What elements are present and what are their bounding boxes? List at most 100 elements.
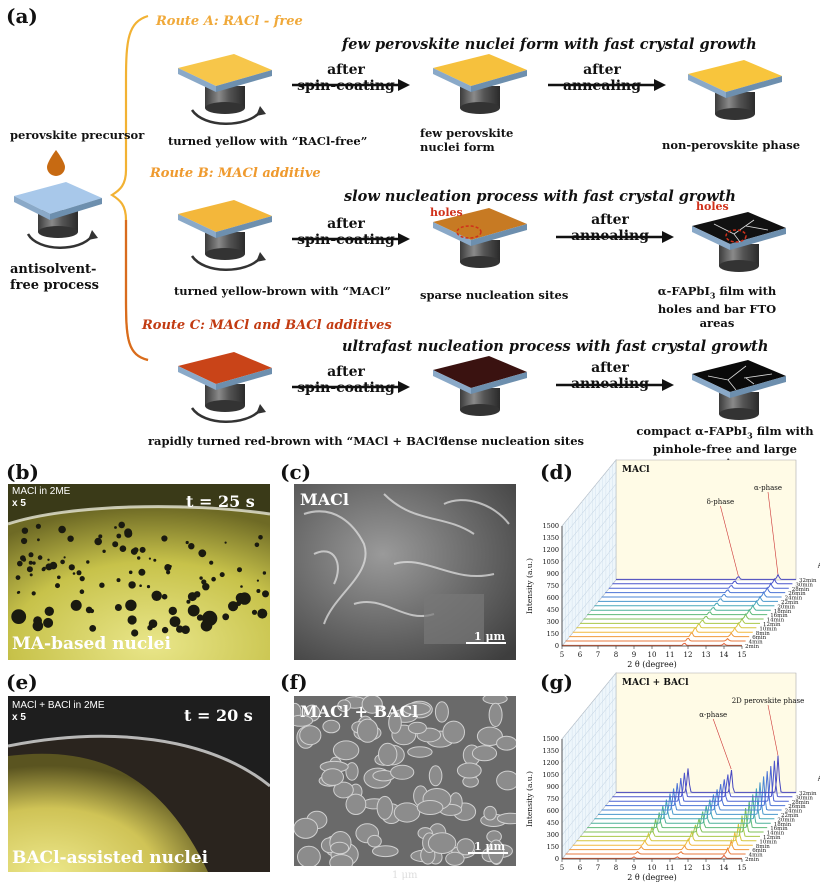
- nucleus-dot: [202, 583, 210, 591]
- nucleus-dot: [186, 599, 191, 604]
- nucleus-dot: [251, 609, 258, 615]
- nucleus-dot: [21, 537, 28, 545]
- y-tick-label: 1500: [542, 735, 559, 743]
- y-tick-label: 1500: [542, 522, 559, 530]
- xrd-series-line: [601, 776, 782, 811]
- grain: [482, 696, 508, 705]
- y-tick-label: 150: [547, 843, 559, 851]
- nucleus-dot: [222, 613, 230, 621]
- series-label: 30min: [795, 582, 813, 588]
- y-tick-label: 1350: [542, 747, 559, 755]
- series-label: 30min: [795, 795, 813, 801]
- route-b-arrow2-icon: [556, 231, 674, 243]
- nucleus-dot: [116, 533, 122, 539]
- nucleus-dot: [161, 626, 169, 634]
- xrd-series-line: [569, 838, 750, 851]
- nucleus-dot: [169, 616, 181, 627]
- x-tick-label: 14: [720, 864, 729, 872]
- nucleus-dot: [20, 555, 26, 561]
- grain: [297, 845, 321, 866]
- y-tick-label: 600: [547, 594, 559, 602]
- y-tick-label: 300: [547, 831, 559, 839]
- series-label: 6min: [752, 635, 766, 641]
- x-tick-label: 14: [720, 651, 729, 659]
- grain: [488, 839, 505, 865]
- nucleus-dot: [32, 561, 36, 565]
- x-tick-label: 6: [578, 864, 583, 872]
- chart-back-wall: [615, 672, 797, 794]
- nucleus-dot: [256, 579, 259, 582]
- route-a-headline: few perovskite nuclei form with fast cry…: [342, 36, 757, 53]
- grain: [361, 696, 383, 714]
- grain: [483, 805, 497, 821]
- nucleus-dot: [21, 527, 29, 534]
- nucleus-dot: [228, 601, 239, 612]
- route-b-coater-1: [178, 200, 272, 271]
- route-b-holes-label-2: holes: [696, 200, 729, 213]
- route-a-coater-2: [433, 54, 527, 114]
- route-b-title: Route B: MACl additive: [150, 166, 321, 181]
- route-c-arrow1-icon: [292, 381, 410, 393]
- y-tick-label: 900: [547, 570, 559, 578]
- panel-f-sem-image: MACl + BACl 1 μm: [294, 696, 516, 866]
- panel-c-sem-texture: [294, 484, 516, 660]
- grain: [445, 851, 465, 866]
- panel-d-label: (d): [540, 460, 573, 484]
- panel-e-caption: BACl-assisted nuclei: [12, 848, 209, 868]
- route-b-arrow1-icon: [292, 233, 410, 245]
- nucleus-dot: [256, 589, 261, 593]
- grain: [393, 802, 421, 823]
- nucleus-dot: [224, 541, 227, 544]
- grain: [388, 711, 402, 734]
- panel-b-caption: MA-based nuclei: [12, 634, 171, 654]
- grain: [321, 768, 344, 786]
- grain: [372, 845, 399, 858]
- y-tick-label: 1350: [542, 534, 559, 542]
- grain: [294, 817, 319, 839]
- grain: [390, 764, 415, 780]
- nucleus-dot: [219, 572, 225, 578]
- start-caption: antisolvent-free process: [10, 262, 99, 293]
- route-c-cap2: dense nucleation sites: [440, 434, 585, 448]
- xrd-series-line: [616, 755, 796, 793]
- x-tick-label: 13: [702, 864, 711, 872]
- nucleus-dot: [128, 570, 133, 575]
- nucleus-dot: [89, 625, 97, 632]
- grain: [332, 740, 360, 761]
- panel-b-time: t = 25 s: [186, 492, 255, 511]
- x-tick-label: 6: [578, 651, 583, 659]
- annotation-arrow: [720, 505, 739, 577]
- chart-inset-label: MACl + BACl: [622, 678, 689, 688]
- nucleus-dot: [169, 565, 172, 568]
- peak-annotation: α-phase: [699, 711, 727, 719]
- grain: [496, 735, 516, 751]
- xrd-series-line: [565, 847, 746, 855]
- nucleus-dot: [99, 582, 105, 588]
- xrd-series-line: [612, 577, 793, 585]
- grain: [471, 745, 498, 762]
- x-tick-label: 5: [560, 864, 564, 872]
- route-c-arrow2-icon: [556, 379, 674, 391]
- series-label: 4min: [749, 640, 763, 646]
- nucleus-dot: [188, 543, 195, 550]
- xrd-series-line: [601, 591, 782, 598]
- grain: [416, 800, 444, 815]
- panel-f-scale-label: 1 μm: [474, 840, 506, 853]
- xrd-series-line: [572, 832, 753, 846]
- y-tick-label: 1050: [542, 771, 559, 779]
- nucleus-dot: [185, 540, 189, 545]
- nucleus-dot: [131, 629, 139, 637]
- x-tick-label: 9: [632, 651, 636, 659]
- panel-f-title: MACl + BACl: [300, 702, 419, 721]
- xrd-series-line: [583, 613, 764, 620]
- nucleus-dot: [147, 625, 153, 631]
- panel-a-label: (a): [6, 4, 38, 28]
- nucleus-dot: [146, 585, 151, 589]
- nucleus-dot: [125, 599, 137, 611]
- panel-e-mag: x 5: [12, 712, 26, 723]
- nucleus-dot: [11, 609, 27, 624]
- panel-f-label: (f): [280, 670, 308, 694]
- peak-annotation: α-phase: [754, 484, 782, 492]
- grain: [407, 721, 427, 735]
- nucleus-dot: [28, 560, 33, 565]
